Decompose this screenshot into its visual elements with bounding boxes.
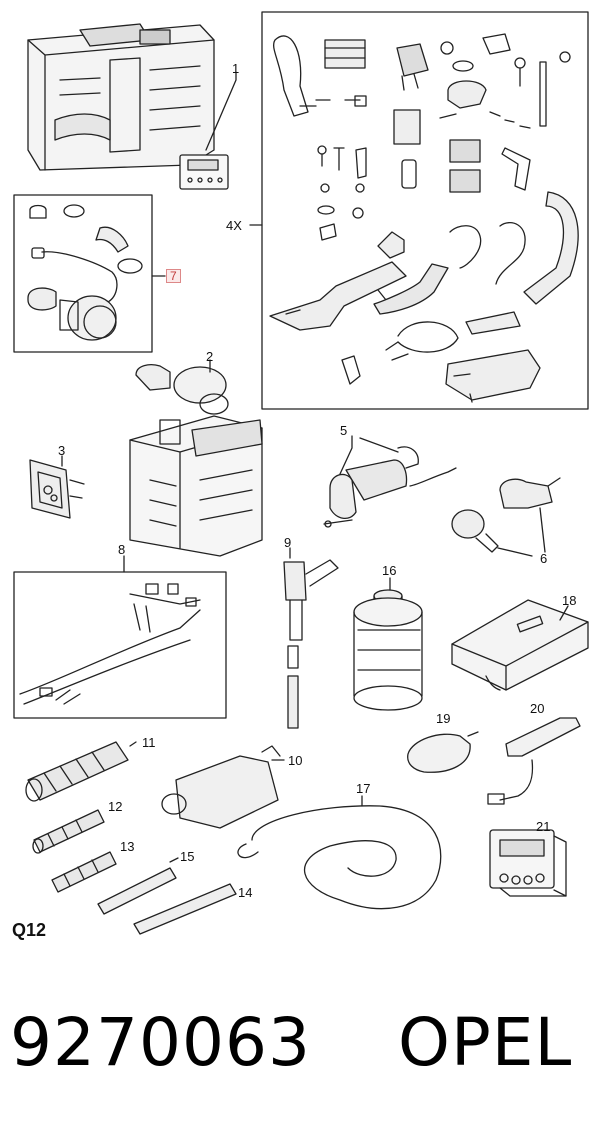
part-14-pipe xyxy=(133,883,237,935)
callout-21: 21 xyxy=(536,819,551,834)
callout-11: 11 xyxy=(142,735,156,750)
callout-20: 20 xyxy=(530,701,545,716)
part-15-pipe xyxy=(97,867,177,915)
callout-14: 14 xyxy=(238,885,253,900)
part-5-fuel-pump xyxy=(323,446,457,528)
callout-7[interactable]: 7 xyxy=(166,269,181,283)
part-16-filter xyxy=(353,589,423,711)
callout-1: 1 xyxy=(232,61,240,76)
part-2-heater-assembly xyxy=(129,364,263,557)
part-8-wiring-harness xyxy=(19,583,201,705)
part-18-control-unit xyxy=(451,599,589,691)
callout-3: 3 xyxy=(58,443,66,458)
part-9-sensor xyxy=(283,559,339,729)
part-7-frame xyxy=(13,194,153,353)
callout-10: 10 xyxy=(288,753,303,768)
leader-1 xyxy=(205,71,237,151)
leader-11 xyxy=(129,741,137,747)
callout-8: 8 xyxy=(118,542,126,557)
brand-name: OPEL xyxy=(398,1004,573,1081)
part-8-frame xyxy=(13,571,227,719)
part-1-heater-unit xyxy=(27,23,215,171)
leader-5 xyxy=(339,435,399,475)
callout-6: 6 xyxy=(540,551,548,566)
callout-16: 16 xyxy=(382,563,397,578)
callout-2: 2 xyxy=(206,349,214,364)
callout-15: 15 xyxy=(180,849,195,864)
callout-12: 12 xyxy=(108,799,123,814)
callout-19: 19 xyxy=(436,711,451,726)
leader-18 xyxy=(559,605,569,621)
part-11-hose xyxy=(25,741,129,802)
part-21-timer xyxy=(489,829,567,897)
part-20-antenna xyxy=(487,717,581,805)
callout-5: 5 xyxy=(340,423,348,438)
part-3-switch xyxy=(29,459,85,519)
diagram-code: Q12 xyxy=(12,920,47,940)
callout-4x: 4X xyxy=(226,218,242,233)
part-4-hardware-kit xyxy=(269,33,579,403)
part-19-remote xyxy=(407,731,479,773)
callout-9: 9 xyxy=(284,535,292,550)
part-17-hose-coil xyxy=(237,805,442,910)
leader-6 xyxy=(497,507,546,557)
part-10-silencer xyxy=(161,745,281,829)
part-6-fuel-pump-bracket xyxy=(451,477,561,553)
callout-13: 13 xyxy=(120,839,135,854)
part-13-hose xyxy=(51,851,117,893)
part-7-pump-kit xyxy=(27,204,143,341)
callout-18: 18 xyxy=(562,593,577,608)
part-1-controller xyxy=(179,154,229,190)
callout-17: 17 xyxy=(356,781,371,796)
leader-15 xyxy=(169,857,179,863)
part-4-kit-frame xyxy=(261,11,589,410)
part-12-hose xyxy=(32,809,105,854)
part-number: 9270063 xyxy=(10,1004,311,1081)
